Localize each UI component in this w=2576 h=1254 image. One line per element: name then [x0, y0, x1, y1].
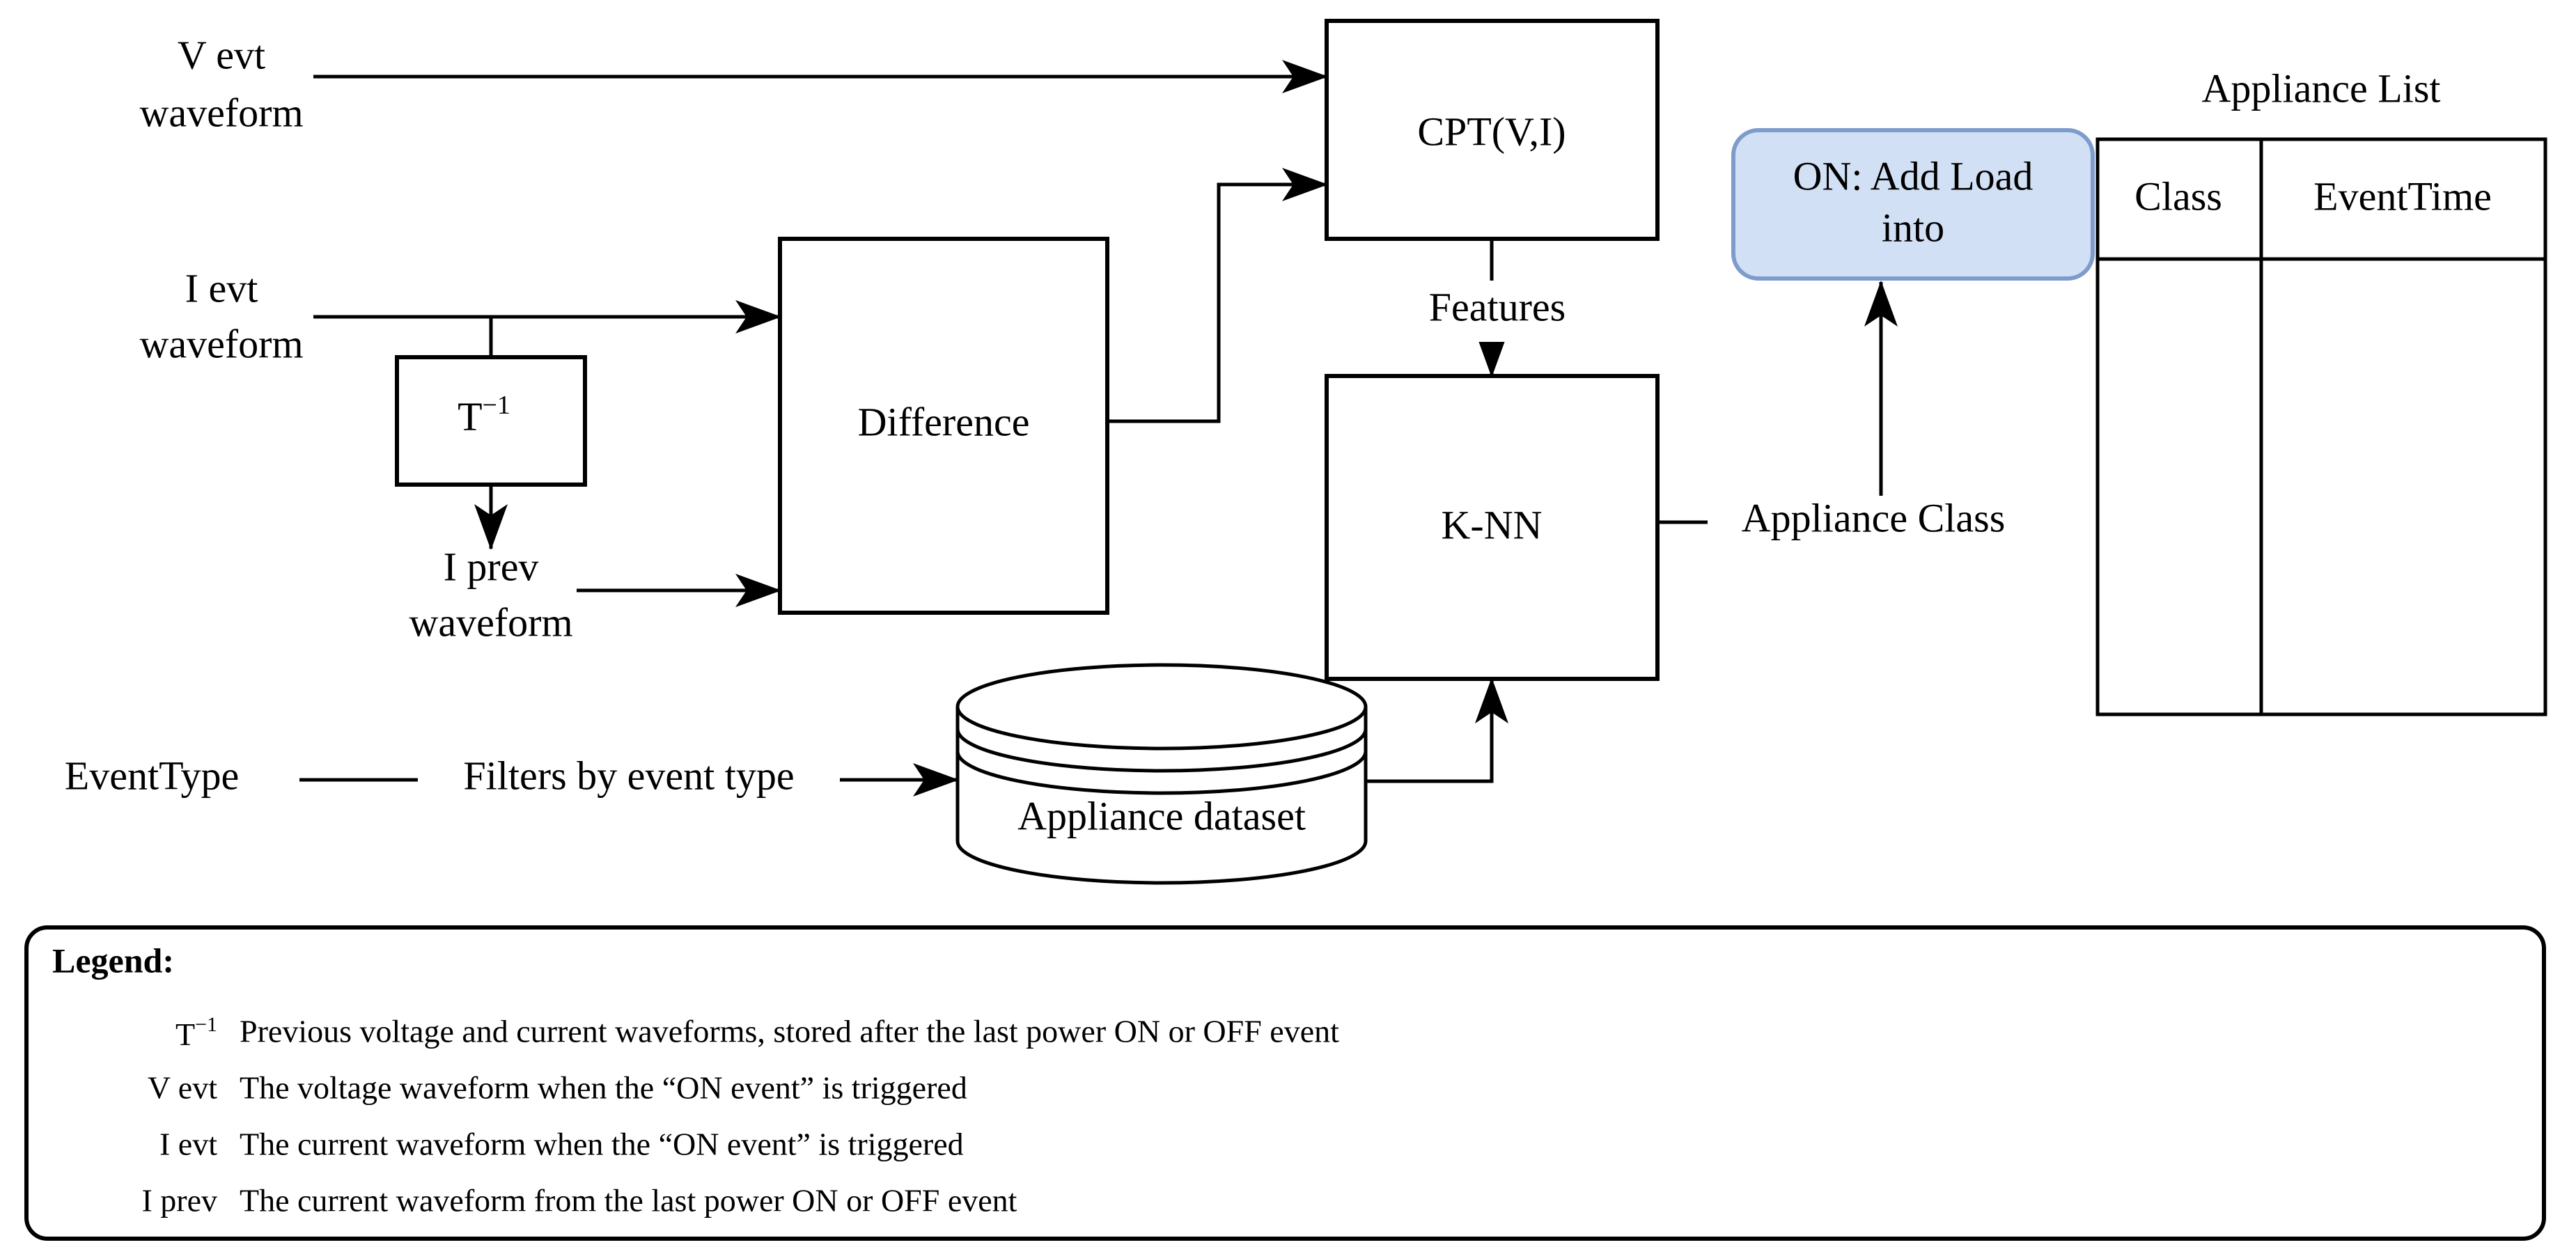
- features-edge-label: Features: [1429, 284, 1566, 329]
- filters-label-background: [418, 751, 840, 809]
- cpt-node: CPT(V,I): [1325, 19, 1660, 241]
- dataset-cylinder-body: [955, 663, 1368, 885]
- on-add-load-label-line2: into: [1882, 205, 1944, 250]
- t-inverse-label: T−1: [458, 391, 510, 440]
- table-header-eventtime: EventTime: [2313, 173, 2492, 219]
- legend-row-i-evt: I evt The current waveform when the “ON …: [159, 1127, 964, 1162]
- difference-node: Difference: [778, 237, 1109, 615]
- table-header-class: Class: [2134, 173, 2222, 219]
- dataset-cylinder-top-rim: [955, 706, 1368, 751]
- difference-box: [778, 237, 1109, 615]
- cpt-box: [1325, 19, 1660, 241]
- t-inverse-box: [395, 355, 587, 487]
- features-label-background: [1407, 281, 1588, 342]
- legend-desc-i-evt: The current waveform when the “ON event”…: [240, 1127, 964, 1162]
- svg-text:I prev: I prev: [444, 544, 539, 589]
- t-inverse-node: T−1: [395, 355, 587, 487]
- legend-key-i-evt: I evt: [159, 1127, 217, 1162]
- legend-panel: Legend: T−1 Previous voltage and current…: [24, 925, 2546, 1241]
- cpt-label: CPT(V,I): [1417, 109, 1566, 154]
- on-add-load-label-line1: ON: Add Load: [1793, 153, 2034, 198]
- svg-text:waveform: waveform: [139, 90, 303, 135]
- edge-dataset-to-knn: [1366, 677, 1508, 783]
- legend-row-t-inverse: T−1 Previous voltage and current wavefor…: [175, 1013, 1339, 1052]
- event-type-label: EventType: [65, 753, 239, 798]
- legend-title: Legend:: [52, 941, 174, 980]
- knn-box: [1325, 374, 1660, 681]
- appliance-dataset-node: Appliance dataset: [955, 663, 1368, 885]
- i-evt-waveform-label: I evt waveform: [139, 265, 303, 366]
- legend-desc-t-inverse: Previous voltage and current waveforms, …: [240, 1014, 1339, 1049]
- legend-desc-v-evt: The voltage waveform when the “ON event”…: [240, 1070, 967, 1106]
- dataset-cylinder-disk-line-2: [955, 751, 1368, 795]
- legend-row-v-evt: V evt The voltage waveform when the “ON …: [148, 1070, 967, 1106]
- appliance-class-edge-label: Appliance Class: [1742, 495, 2006, 540]
- edge-difference-to-cpt: [1107, 168, 1328, 423]
- difference-label: Difference: [858, 399, 1030, 444]
- on-add-load-node: ON: Add Load into: [1731, 128, 2095, 281]
- on-add-load-box: [1731, 128, 2095, 281]
- svg-text:waveform: waveform: [409, 599, 572, 645]
- knn-node: K-NN: [1325, 374, 1660, 681]
- svg-text:I evt: I evt: [185, 265, 258, 311]
- legend-row-i-prev: I prev The current waveform from the las…: [141, 1183, 1017, 1218]
- svg-text:waveform: waveform: [139, 321, 303, 366]
- legend-key-i-prev: I prev: [141, 1183, 217, 1218]
- filters-edge-label: Filters by event type: [463, 753, 794, 798]
- appliance-list-table: Appliance List Class EventTime: [2095, 65, 2547, 716]
- knn-label: K-NN: [1442, 502, 1543, 547]
- appliance-list-title: Appliance List: [2201, 65, 2440, 111]
- dataset-label: Appliance dataset: [1017, 793, 1306, 838]
- table-outer-border: [2095, 137, 2547, 716]
- svg-text:V evt: V evt: [178, 32, 265, 77]
- legend-border: [24, 925, 2546, 1241]
- legend-desc-i-prev: The current waveform from the last power…: [240, 1183, 1017, 1218]
- i-prev-waveform-label: I prev waveform: [409, 544, 572, 645]
- v-evt-waveform-label: V evt waveform: [139, 32, 303, 135]
- legend-key-t-inverse: T−1: [175, 1013, 217, 1052]
- legend-key-v-evt: V evt: [148, 1070, 217, 1106]
- dataset-cylinder-disk-line-1: [955, 728, 1368, 773]
